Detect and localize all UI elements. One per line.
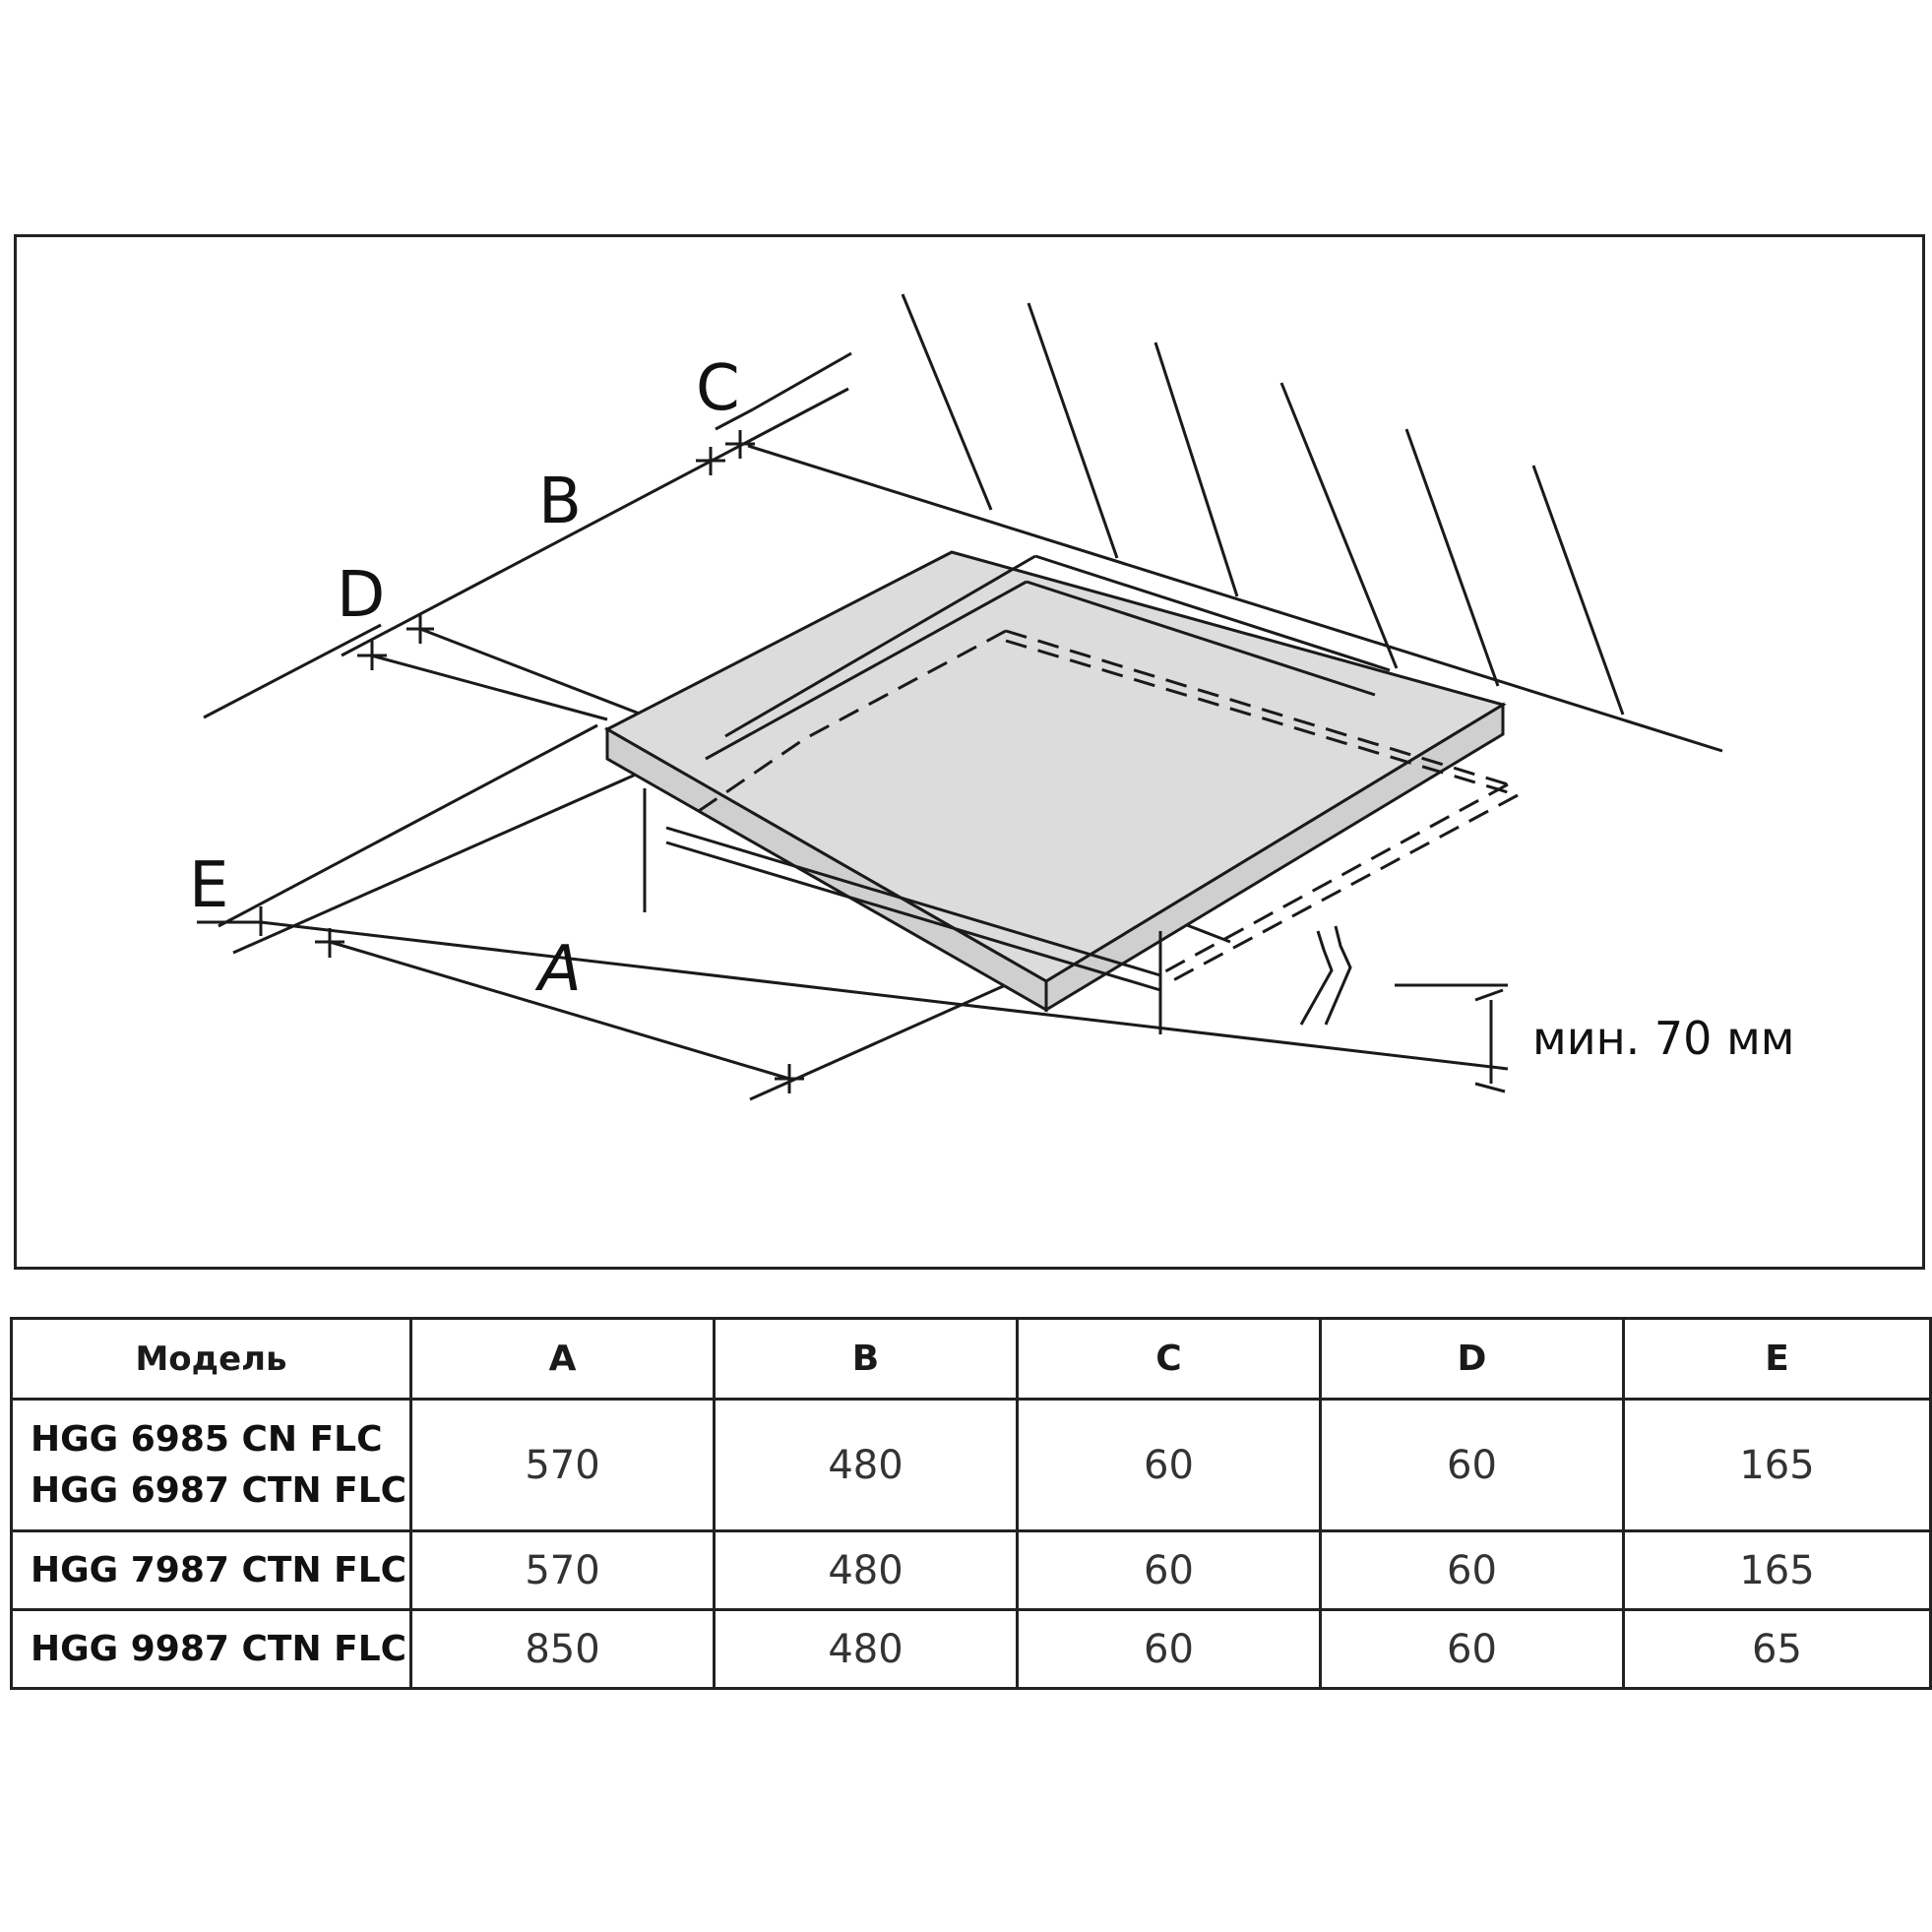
value-d: 60 [1319,1398,1625,1532]
table-row: HGG 9987 CTN FLC 850 480 60 60 65 [10,1608,1932,1690]
value-d: 60 [1319,1608,1625,1690]
label-e: E [189,849,228,922]
value-b: 480 [713,1398,1019,1532]
value-a: 570 [409,1529,716,1611]
model-name: HGG 9987 CTN FLC [31,1628,407,1669]
value-a: 850 [409,1608,716,1690]
hob-top-surface [603,550,1507,983]
dimension-line-b [341,387,849,657]
table-row: HGG 6985 CN FLC HGG 6987 CTN FLC 570 480… [10,1398,1932,1532]
header-a: A [409,1317,716,1401]
dimensions-table: Модель A B C D E HGG 6985 CN FLC HGG 698… [10,1317,1932,1690]
value-e: 165 [1622,1398,1932,1532]
value-e: 65 [1622,1608,1932,1690]
wall-hatching [901,293,1625,716]
value-b: 480 [713,1608,1019,1690]
label-c: C [696,352,740,425]
header-d: D [1319,1317,1625,1401]
value-c: 60 [1016,1398,1322,1532]
label-d: D [337,559,385,632]
model-name: HGG 6985 CN FLC [31,1418,383,1460]
value-b: 480 [713,1529,1019,1611]
dimension-line-a [329,940,790,1081]
header-b: B [713,1317,1019,1401]
cutout-dashed-outline [695,629,1519,982]
value-e: 165 [1622,1529,1932,1611]
value-a: 570 [409,1398,716,1532]
min-gap-label: мин. 70 мм [1532,1012,1794,1065]
table-header-row: Модель A B C D E [10,1317,1932,1401]
model-cell: HGG 6985 CN FLC HGG 6987 CTN FLC [10,1398,412,1532]
installation-diagram: C B D E A мин. 70 мм [14,234,1925,1270]
header-c: C [1016,1317,1322,1401]
wall-edge-line [747,444,1723,753]
model-name: HGG 7987 CTN FLC [31,1549,407,1590]
model-cell: HGG 7987 CTN FLC [10,1529,412,1611]
header-model: Модель [10,1317,412,1401]
label-a: A [534,933,582,1006]
cutout-drawing: C B D E A мин. 70 мм [189,293,1794,1101]
value-d: 60 [1319,1529,1625,1611]
header-e: E [1622,1317,1932,1401]
value-c: 60 [1016,1608,1322,1690]
model-cell: HGG 9987 CTN FLC [10,1608,412,1690]
value-c: 60 [1016,1529,1322,1611]
table-row: HGG 7987 CTN FLC 570 480 60 60 165 [10,1529,1932,1611]
label-b: B [538,466,582,538]
model-name: HGG 6987 CTN FLC [31,1469,407,1511]
